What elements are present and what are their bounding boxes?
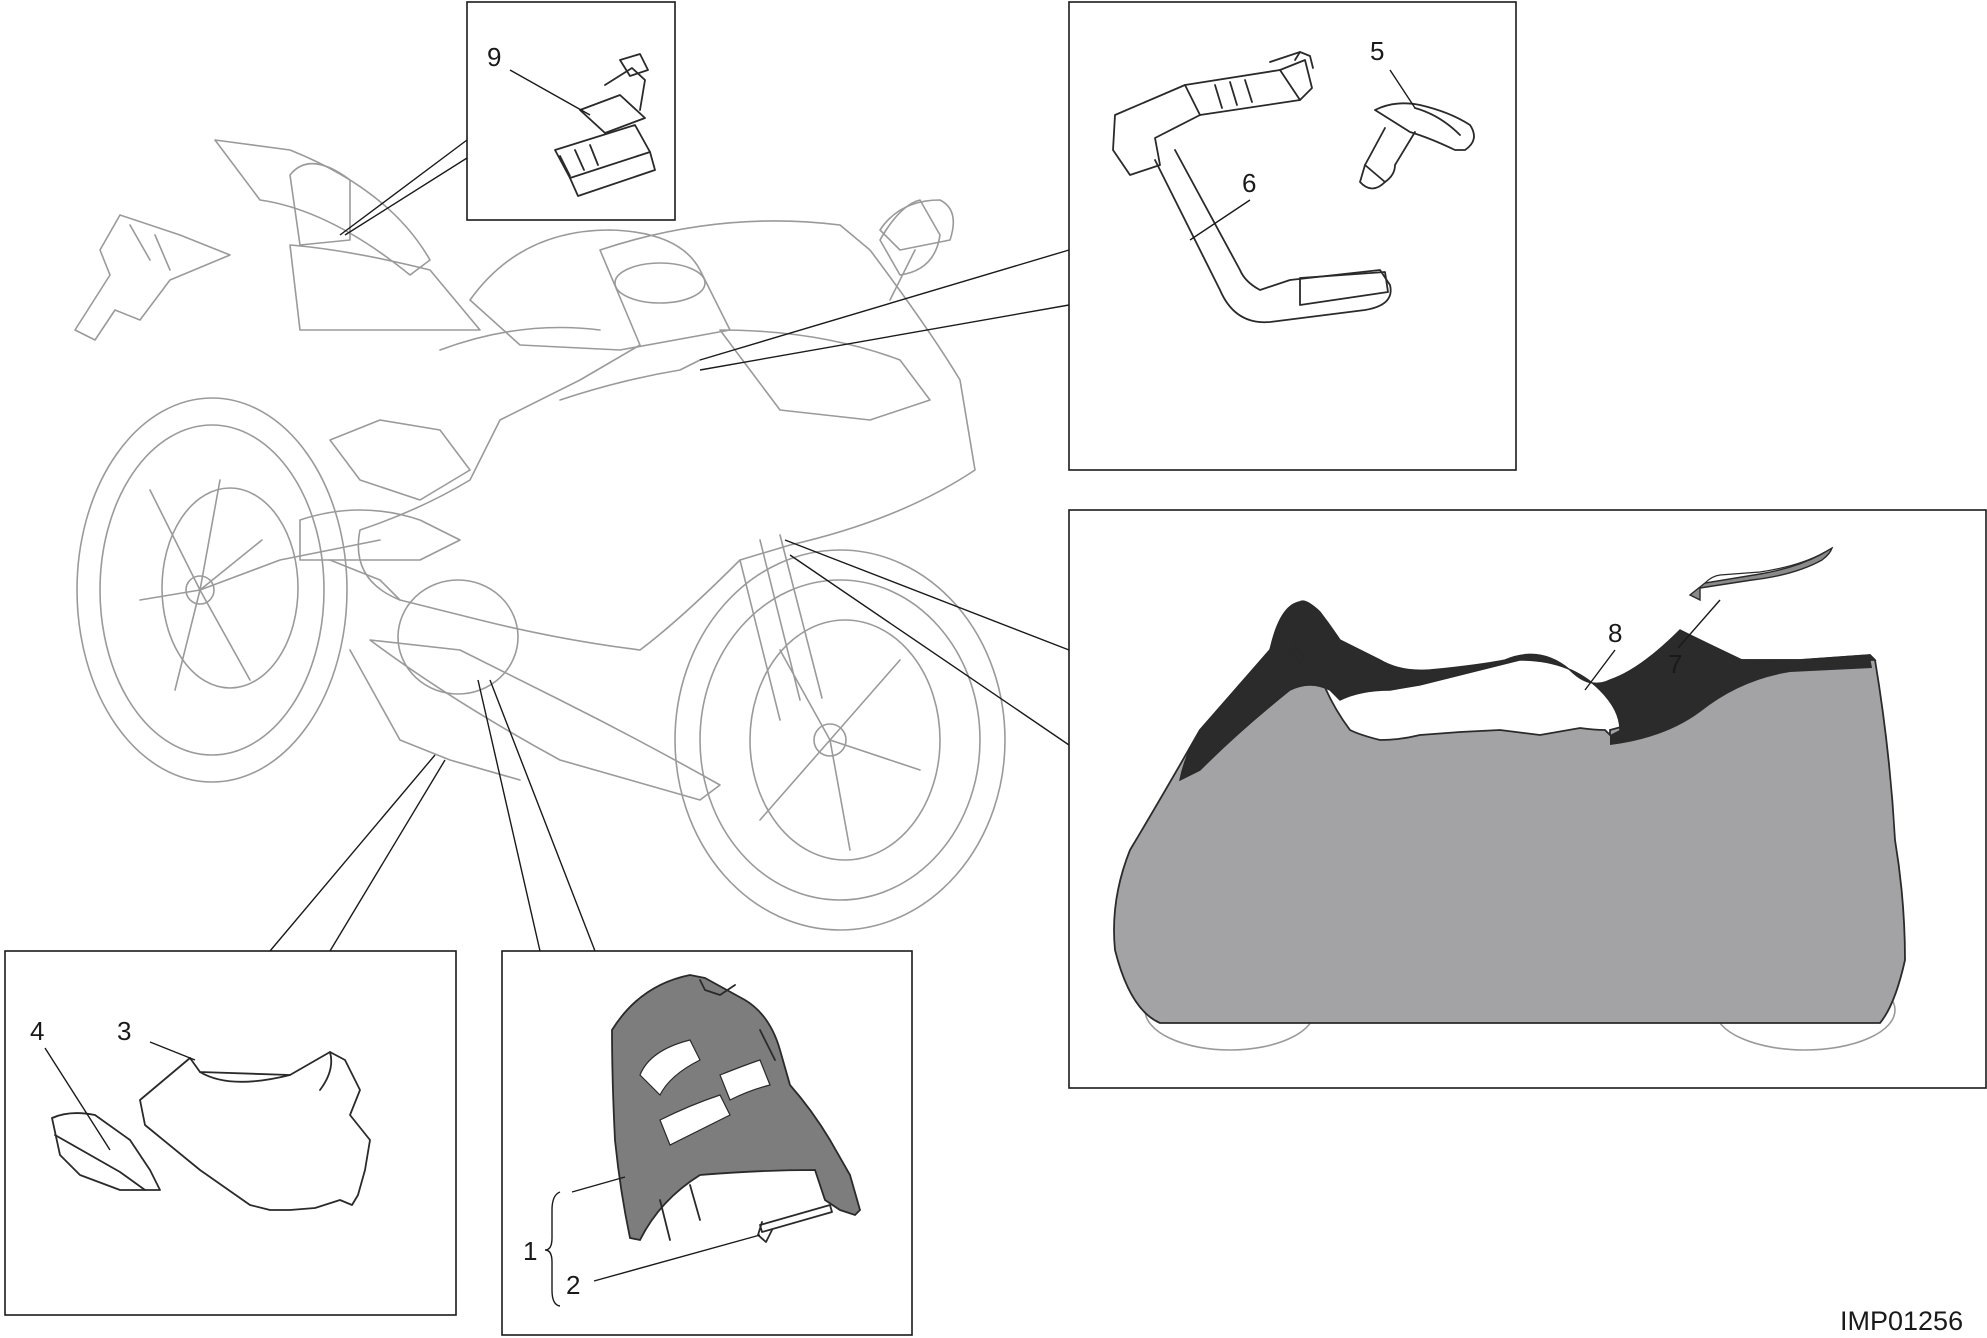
clutch-cover-guard xyxy=(611,974,862,1242)
leader-3 xyxy=(149,1041,196,1061)
leader-1 xyxy=(571,1176,626,1193)
diagram-code: IMP01256 xyxy=(1840,1306,1963,1336)
bike-cover xyxy=(1113,600,1906,1024)
pointer-3-4 xyxy=(269,754,446,952)
motorcycle-illustration xyxy=(74,139,1006,931)
pointer-5-6 xyxy=(699,249,1070,371)
leader-9 xyxy=(509,69,591,116)
leader-4 xyxy=(44,1047,111,1151)
leader-5 xyxy=(1389,69,1416,109)
leader-6 xyxy=(1189,199,1251,241)
lever-guard xyxy=(1112,51,1392,324)
callout-8: 8 xyxy=(1608,618,1622,648)
leader-7 xyxy=(1677,599,1721,649)
bar-end-plug xyxy=(1359,102,1475,190)
panel-frame-3-4 xyxy=(4,950,457,1316)
leader-8 xyxy=(1584,649,1616,691)
panel-frame-5-6 xyxy=(1068,1,1517,471)
callout-1: 1 xyxy=(523,1236,537,1266)
callout-5: 5 xyxy=(1370,36,1384,66)
bracket-1 xyxy=(544,1191,561,1307)
panel-bike-cover: 8 7 xyxy=(1068,509,1987,1089)
panel-lever-guard: 5 6 xyxy=(1068,1,1517,471)
pointer-9 xyxy=(339,139,468,236)
callout-9: 9 xyxy=(487,42,501,72)
callout-6: 6 xyxy=(1242,168,1256,198)
pointer-1-2 xyxy=(477,679,596,952)
protector-sticker-small xyxy=(51,1112,161,1191)
callout-3: 3 xyxy=(117,1016,131,1046)
seat-cover-piece xyxy=(1688,546,1834,602)
panel-quickshifter: 9 xyxy=(466,1,676,221)
panel-frame-9 xyxy=(466,1,676,221)
callout-7: 7 xyxy=(1668,649,1682,679)
quickshifter-sensor xyxy=(554,53,656,197)
leader-2 xyxy=(593,1234,761,1282)
panel-fairing-protectors: 4 3 xyxy=(4,950,457,1316)
panel-clutch-cover: 1 2 xyxy=(501,950,913,1336)
pointer-7-8 xyxy=(784,539,1070,746)
screw xyxy=(757,1204,833,1243)
callout-2: 2 xyxy=(566,1270,580,1300)
protector-sticker-large xyxy=(139,1051,371,1211)
callout-4: 4 xyxy=(30,1016,44,1046)
